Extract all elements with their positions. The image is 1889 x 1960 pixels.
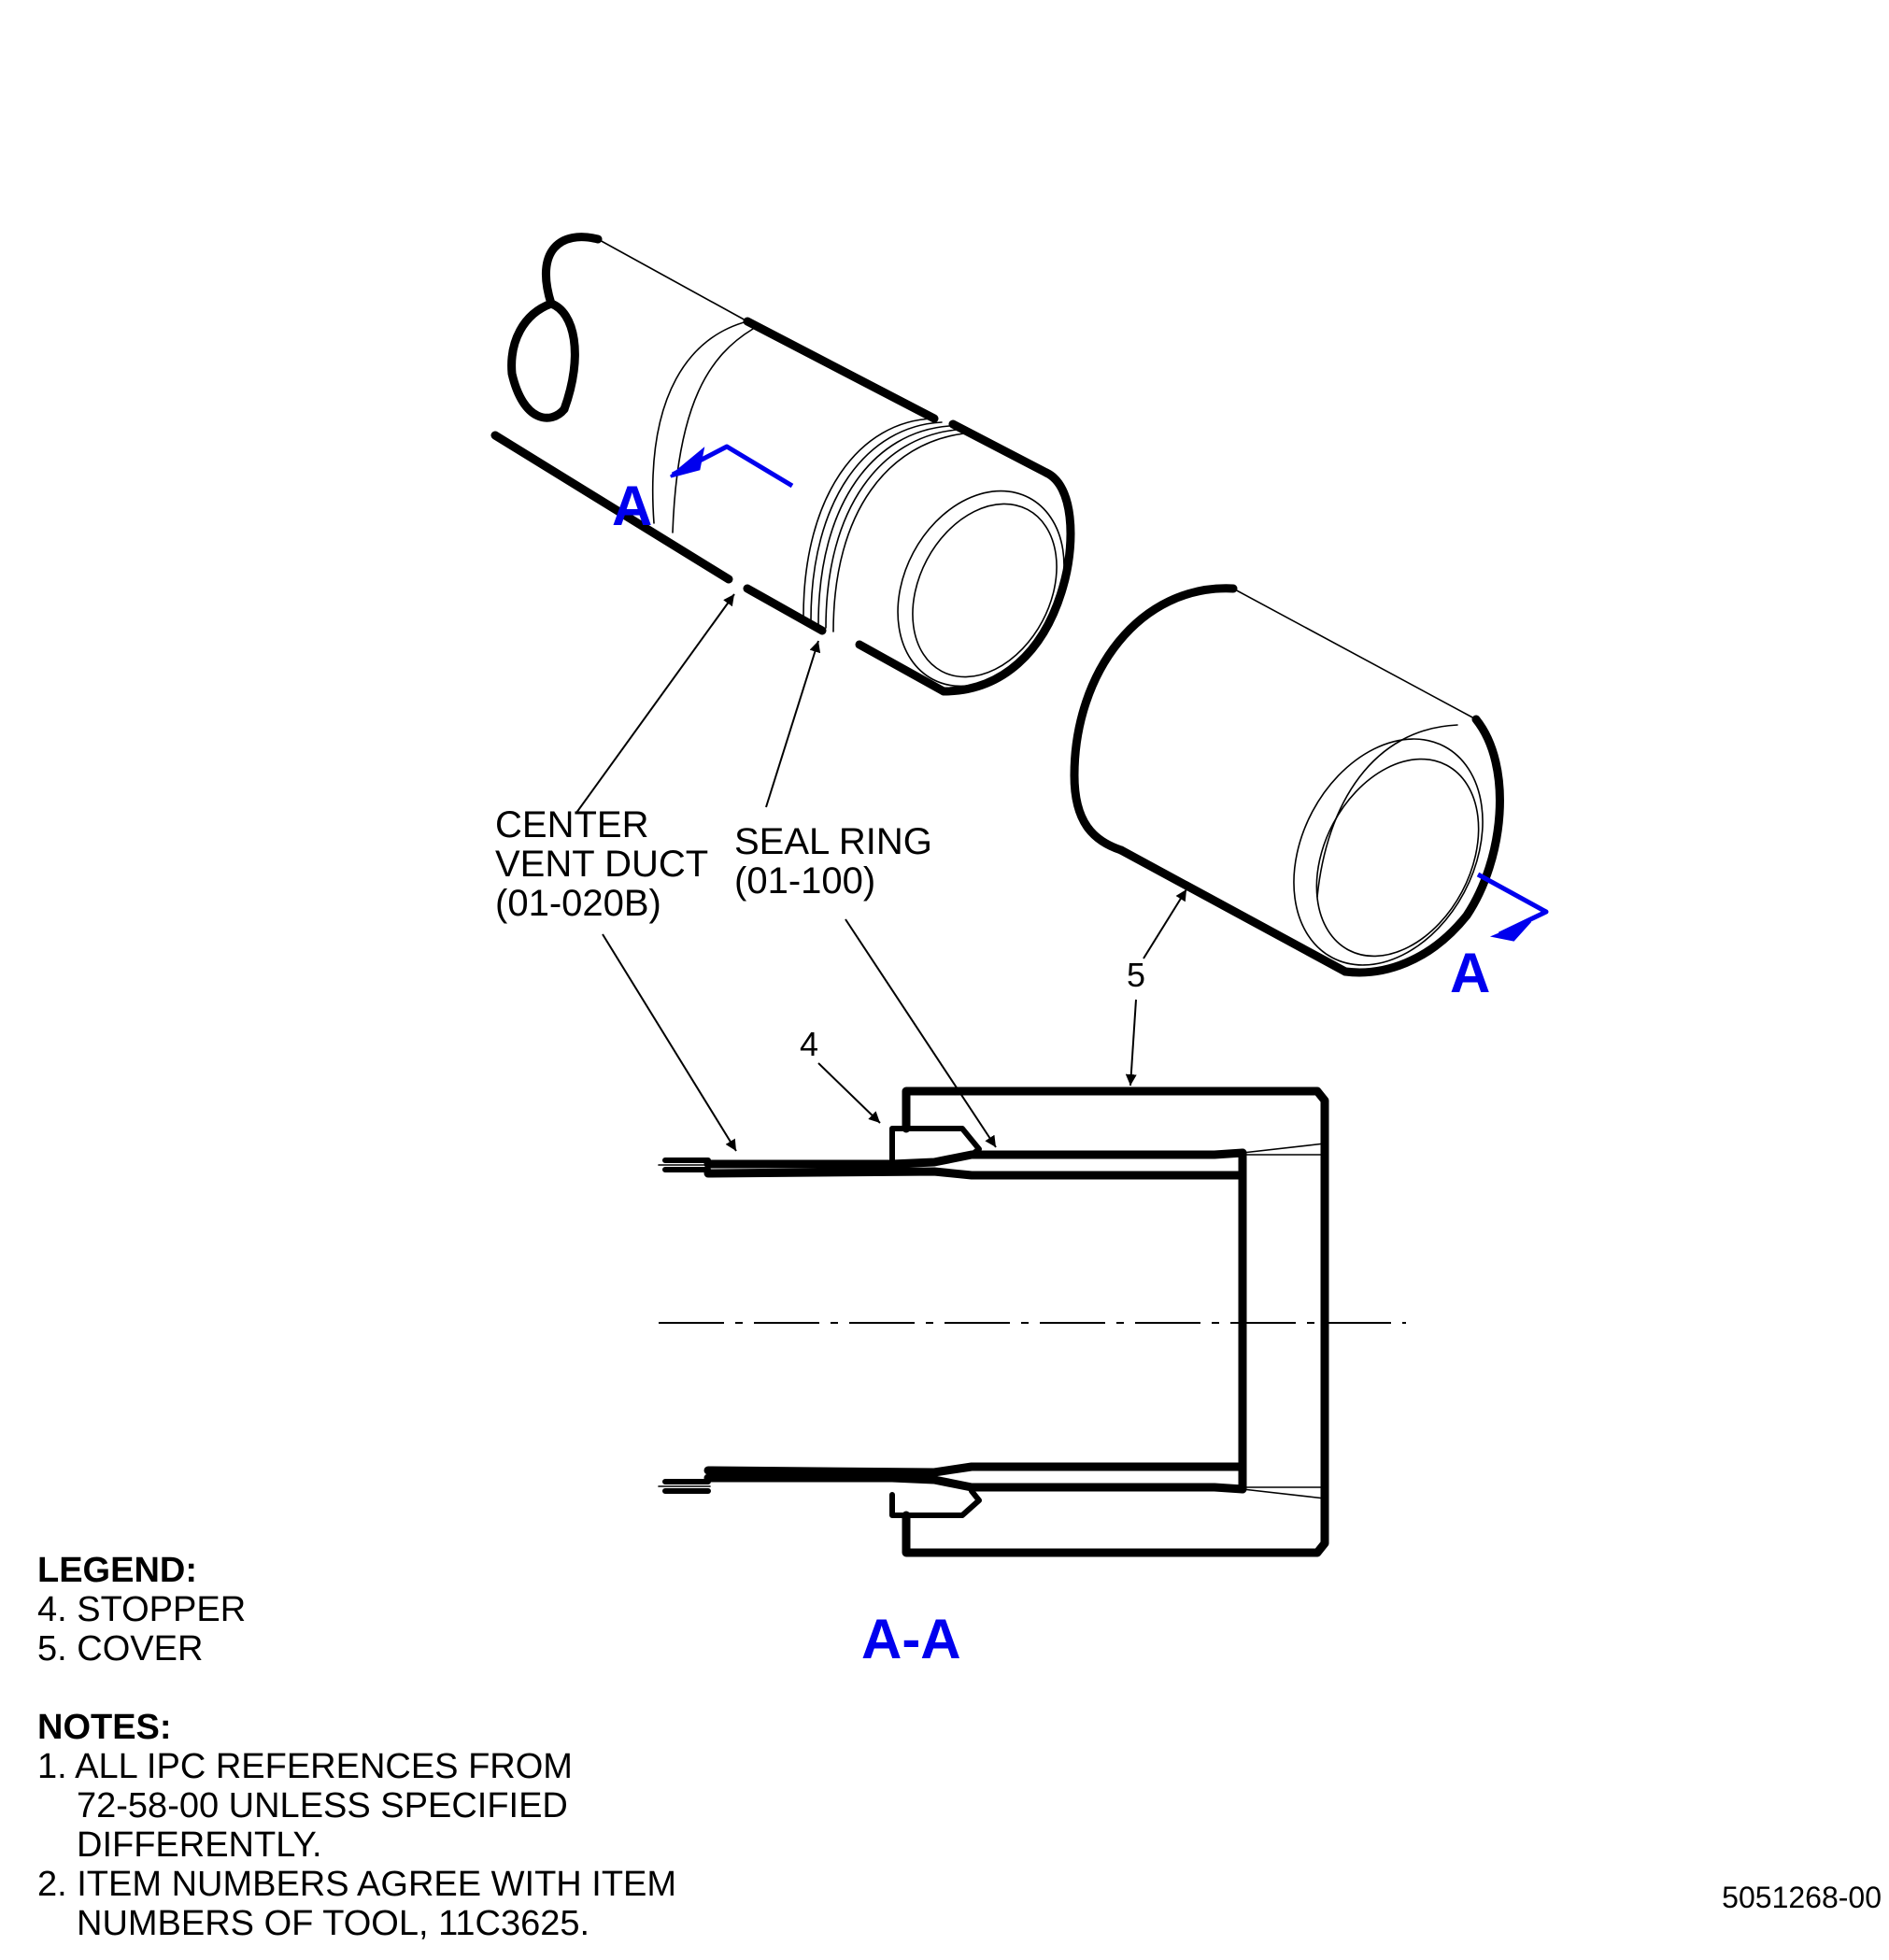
legend-item: 5. COVER — [37, 1629, 204, 1669]
legend: LEGEND: 4. STOPPER 5. COVER — [37, 1551, 246, 1669]
note-1-line-2: 72-58-00 UNLESS SPECIFIED — [77, 1786, 568, 1825]
leader-lines — [575, 593, 1187, 1152]
cut-label-top: A — [612, 475, 652, 537]
section-cut-marker-right: A — [1450, 872, 1549, 1004]
notes: NOTES: 1. ALL IPC REFERENCES FROM 72-58-… — [37, 1708, 676, 1943]
callout-center-vent-duct-line-1: CENTER — [495, 804, 648, 845]
legend-heading: LEGEND: — [37, 1551, 197, 1590]
notes-heading: NOTES: — [37, 1708, 172, 1747]
callout-seal-ring-line-2: (01-100) — [734, 860, 875, 902]
callout-center-vent-duct-line-3: (01-020B) — [495, 883, 661, 924]
section-view-a-a — [658, 1087, 1406, 1557]
note-1-line-3: DIFFERENTLY. — [77, 1825, 322, 1865]
cover-isometric — [1070, 584, 1504, 977]
section-cut-marker-top: A — [612, 444, 794, 537]
note-2-line-1: 2. ITEM NUMBERS AGREE WITH ITEM — [37, 1865, 677, 1904]
callout-seal-ring-line-1: SEAL RING — [734, 821, 932, 862]
note-2-line-2: NUMBERS OF TOOL, 11C3625. — [77, 1904, 590, 1943]
drawing-number: 5051268-00 — [1722, 1881, 1882, 1914]
section-view-title: A-A — [861, 1608, 961, 1670]
callout-center-vent-duct-line-2: VENT DUCT — [495, 844, 708, 885]
callout-item-5: 5 — [1127, 956, 1145, 994]
center-vent-duct-isometric — [490, 233, 1075, 696]
callout-item-4: 4 — [800, 1025, 818, 1063]
cut-label-right: A — [1450, 942, 1490, 1004]
note-1-line-1: 1. ALL IPC REFERENCES FROM — [37, 1747, 573, 1786]
legend-item: 4. STOPPER — [37, 1590, 247, 1629]
